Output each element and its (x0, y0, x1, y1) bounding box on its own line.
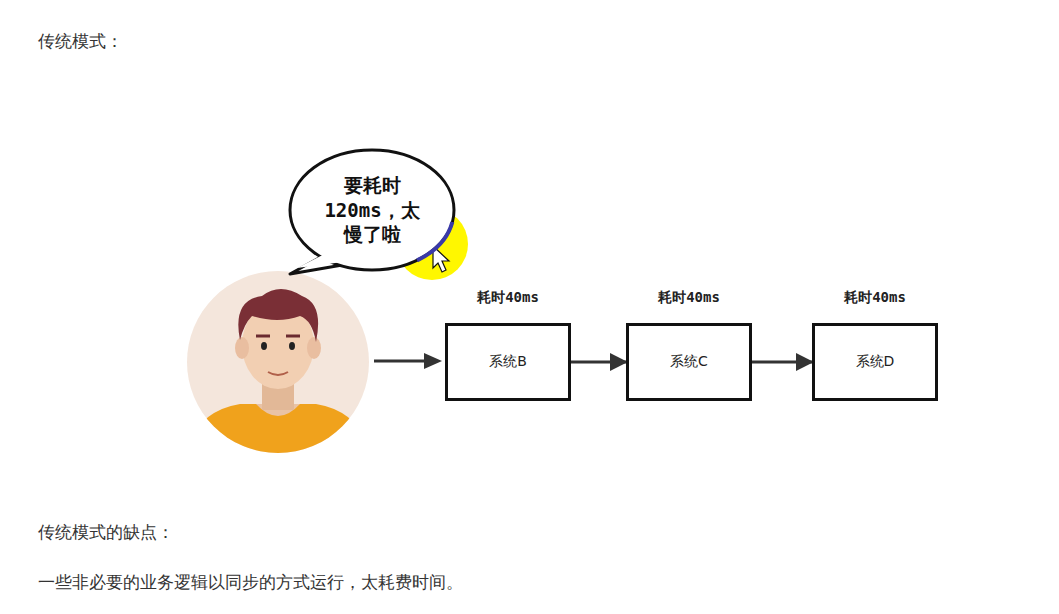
note-text: 一些非必要的业务逻辑以同步的方式运行，太耗费时间。 (38, 571, 463, 594)
page-title: 传统模式： (38, 30, 123, 53)
duration-label: 耗时40ms (812, 289, 938, 307)
system-node: 耗时40ms 系统C (626, 285, 752, 401)
flow-arrow (571, 361, 626, 364)
input-arrow (374, 360, 426, 363)
system-node: 耗时40ms 系统D (812, 285, 938, 401)
box-text: 系统B (489, 353, 527, 371)
duration-label: 耗时40ms (445, 289, 571, 307)
process-box: 系统C (626, 323, 752, 401)
flow-arrow (752, 361, 812, 364)
person-avatar (180, 271, 376, 470)
note-text: 传统模式的缺点： (38, 521, 174, 544)
speech-bubble: 要耗时 120ms，太 慢了啦 (288, 148, 456, 272)
process-box: 系统D (812, 323, 938, 401)
input-arrowhead (424, 353, 442, 369)
bubble-text: 要耗时 120ms，太 慢了啦 (312, 173, 432, 247)
process-box: 系统B (445, 323, 571, 401)
box-text: 系统C (670, 353, 708, 371)
system-node: 耗时40ms 系统B (445, 285, 571, 401)
bubble-text-wrap: 要耗时 120ms，太 慢了啦 (288, 148, 456, 272)
duration-label: 耗时40ms (626, 289, 752, 307)
box-text: 系统D (856, 353, 895, 371)
